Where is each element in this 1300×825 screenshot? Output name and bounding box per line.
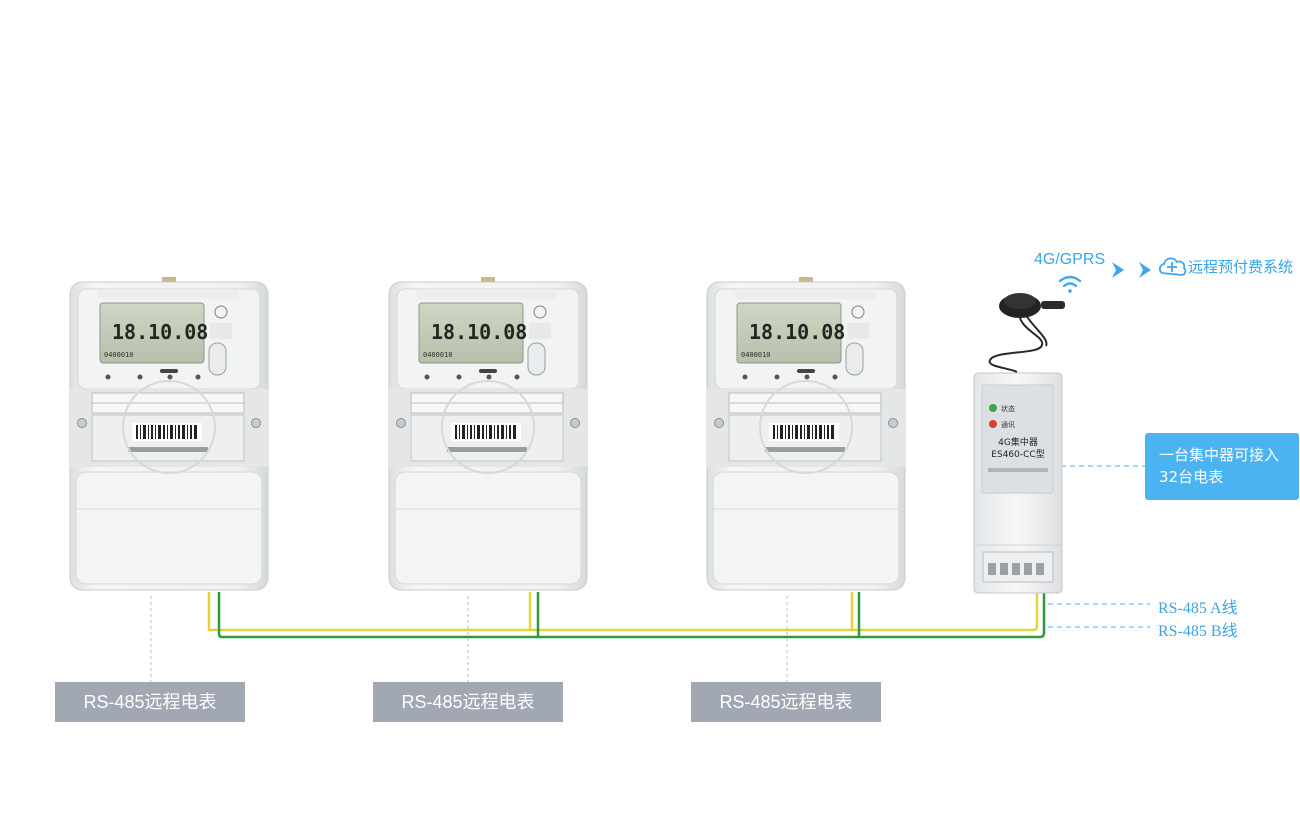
comm-led-icon	[989, 420, 997, 428]
bus-guide-lines	[1048, 465, 1150, 628]
meter	[706, 276, 906, 591]
comm-led-label: 通讯	[1001, 420, 1015, 429]
meter-label: RS-485远程电表	[691, 682, 881, 722]
status-led-icon	[989, 404, 997, 412]
concentrator-name: 4G集中器	[998, 436, 1038, 448]
concentrator-model: ES460-CC型	[991, 449, 1044, 460]
antenna-icon	[988, 293, 1065, 373]
meter-label: RS-485远程电表	[373, 682, 563, 722]
wifi-icon	[1058, 275, 1082, 293]
meter	[388, 276, 588, 591]
concentrator-device: 状态 通讯 4G集中器 ES460-CC型	[973, 372, 1063, 594]
wire-a	[207, 590, 1039, 632]
gprs-label: 4G/GPRS	[1034, 251, 1106, 268]
callout-line-1: 一台集中器可接入	[1159, 446, 1280, 464]
wire-b	[217, 590, 1046, 639]
arrow-right-icon	[1112, 262, 1151, 278]
bus-line-a-label: RS-485 A线	[1158, 600, 1238, 617]
capacity-callout: 一台集中器可接入 32台电表	[1145, 433, 1299, 500]
rs485-bus	[207, 590, 1046, 639]
callout-line-2: 32台电表	[1159, 468, 1224, 486]
meter	[69, 276, 269, 591]
remote-system-label: 远程预付费系统	[1188, 258, 1294, 276]
guide-lines	[150, 596, 788, 682]
meter-label: RS-485远程电表	[55, 682, 245, 722]
cloud-icon	[1159, 257, 1187, 276]
bus-line-b-label: RS-485 B线	[1158, 623, 1238, 640]
status-led-label: 状态	[1001, 404, 1015, 413]
